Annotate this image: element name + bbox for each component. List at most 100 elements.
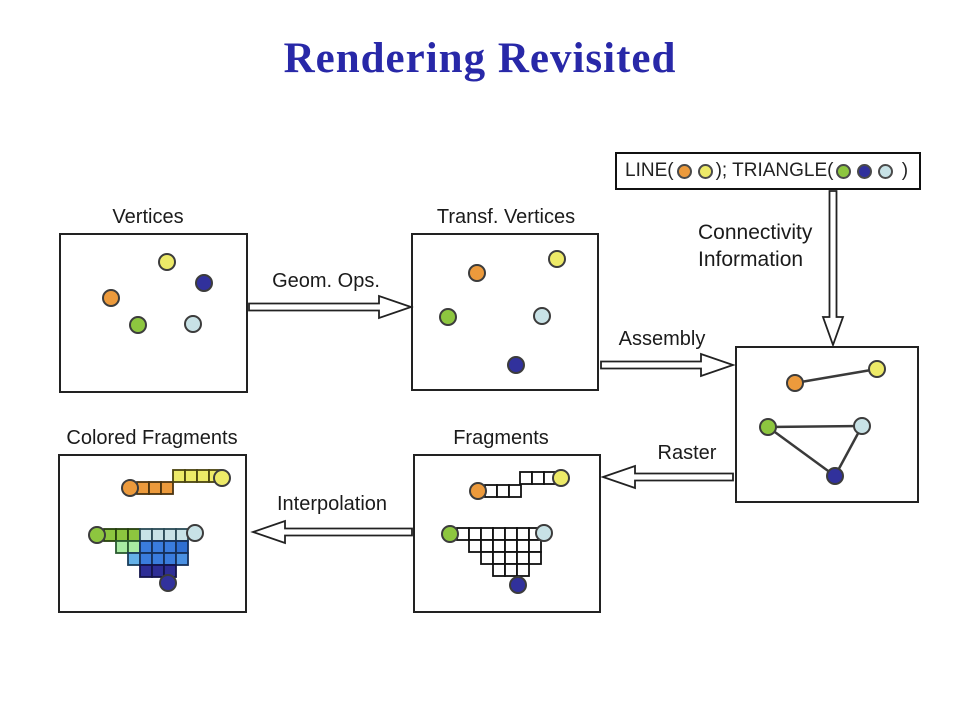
fragment-square xyxy=(528,551,542,565)
fragment-square xyxy=(492,527,506,541)
orange-vertex-dot xyxy=(469,482,487,500)
fragment-square xyxy=(139,528,153,542)
fragment-square xyxy=(516,527,530,541)
legend-text: ) xyxy=(896,160,909,181)
pale-vertex-dot xyxy=(853,417,871,435)
navy-vertex-dot xyxy=(159,574,177,592)
orange-legend-dot-icon xyxy=(676,163,692,179)
navy-vertex-dot xyxy=(826,467,844,485)
orange-vertex-dot xyxy=(121,479,139,497)
primitive-edge xyxy=(767,424,863,429)
geom-ops-label: Geom. Ops. xyxy=(272,270,380,292)
fragment-square xyxy=(127,540,141,554)
transf-vertices-label: Transf. Vertices xyxy=(436,206,576,228)
fragment-square xyxy=(163,552,177,566)
pale-vertex-dot xyxy=(186,524,204,542)
primitive-edge xyxy=(767,425,836,478)
transf-vertices-box xyxy=(411,233,599,391)
fragment-square xyxy=(508,484,522,498)
fragment-square xyxy=(528,539,542,553)
navy-vertex-dot xyxy=(195,274,213,292)
fragment-square xyxy=(175,528,189,542)
fragment-square xyxy=(175,540,189,554)
fragment-square xyxy=(504,551,518,565)
fragment-square xyxy=(127,552,141,566)
fragment-square xyxy=(516,539,530,553)
fragment-square xyxy=(492,539,506,553)
yellow-vertex-dot xyxy=(213,469,231,487)
yellow-vertex-dot xyxy=(548,250,566,268)
fragment-square xyxy=(468,527,482,541)
fragment-square xyxy=(496,484,510,498)
fragment-square xyxy=(492,563,506,577)
fragment-square xyxy=(504,539,518,553)
pale-legend-dot-icon xyxy=(878,163,894,179)
fragment-square xyxy=(115,528,129,542)
pale-vertex-dot xyxy=(535,524,553,542)
navy-vertex-dot xyxy=(509,576,527,594)
fragment-square xyxy=(127,528,141,542)
colored-fragments-label: Colored Fragments xyxy=(66,427,238,449)
fragment-square xyxy=(160,481,174,495)
fragment-square xyxy=(504,563,518,577)
page-title: Rendering Revisited xyxy=(283,35,677,82)
yellow-legend-dot-icon xyxy=(697,163,713,179)
geom-ops-arrow xyxy=(248,294,414,320)
legend-text: LINE( xyxy=(625,160,674,181)
fragment-square xyxy=(519,471,533,485)
fragment-square xyxy=(115,540,129,554)
orange-vertex-dot xyxy=(102,289,120,307)
vertices-label: Vertices xyxy=(112,206,184,228)
fragment-square xyxy=(163,528,177,542)
assembly-arrow xyxy=(600,352,736,378)
green-vertex-dot xyxy=(88,526,106,544)
fragment-square xyxy=(504,527,518,541)
connectivity-arrow xyxy=(821,190,845,348)
green-legend-dot-icon xyxy=(836,163,852,179)
assembly-label: Assembly xyxy=(618,328,706,350)
raster-label: Raster xyxy=(657,442,717,464)
primitive-edge xyxy=(794,367,878,385)
fragment-square xyxy=(480,539,494,553)
fragment-square xyxy=(148,481,162,495)
legend-text: ); TRIANGLE( xyxy=(715,160,834,181)
fragment-square xyxy=(516,563,530,577)
raster-arrow xyxy=(600,464,734,490)
fragment-square xyxy=(163,540,177,554)
vertices-box xyxy=(59,233,248,393)
green-vertex-dot xyxy=(439,308,457,326)
orange-vertex-dot xyxy=(786,374,804,392)
green-vertex-dot xyxy=(441,525,459,543)
fragment-square xyxy=(492,551,506,565)
fragment-square xyxy=(151,552,165,566)
orange-vertex-dot xyxy=(468,264,486,282)
navy-legend-dot-icon xyxy=(857,163,873,179)
pale-vertex-dot xyxy=(533,307,551,325)
fragment-square xyxy=(531,471,545,485)
pale-vertex-dot xyxy=(184,315,202,333)
fragment-square xyxy=(516,551,530,565)
fragment-square xyxy=(139,564,153,578)
primitive-edge xyxy=(833,425,864,477)
connectivity-label-line2: Information xyxy=(698,248,804,271)
yellow-vertex-dot xyxy=(552,469,570,487)
navy-vertex-dot xyxy=(507,356,525,374)
fragment-square xyxy=(151,564,165,578)
fragment-square xyxy=(151,528,165,542)
green-vertex-dot xyxy=(129,316,147,334)
legend-box: LINE( ); TRIANGLE( ) xyxy=(615,152,921,190)
fragment-square xyxy=(196,469,210,483)
green-vertex-dot xyxy=(759,418,777,436)
interpolation-label: Interpolation xyxy=(276,493,388,515)
interpolation-arrow xyxy=(250,519,413,545)
fragment-square xyxy=(151,540,165,554)
fragment-square xyxy=(480,527,494,541)
fragment-square xyxy=(139,540,153,554)
yellow-vertex-dot xyxy=(158,253,176,271)
fragment-square xyxy=(468,539,482,553)
yellow-vertex-dot xyxy=(868,360,886,378)
fragment-square xyxy=(139,552,153,566)
fragment-square xyxy=(184,469,198,483)
